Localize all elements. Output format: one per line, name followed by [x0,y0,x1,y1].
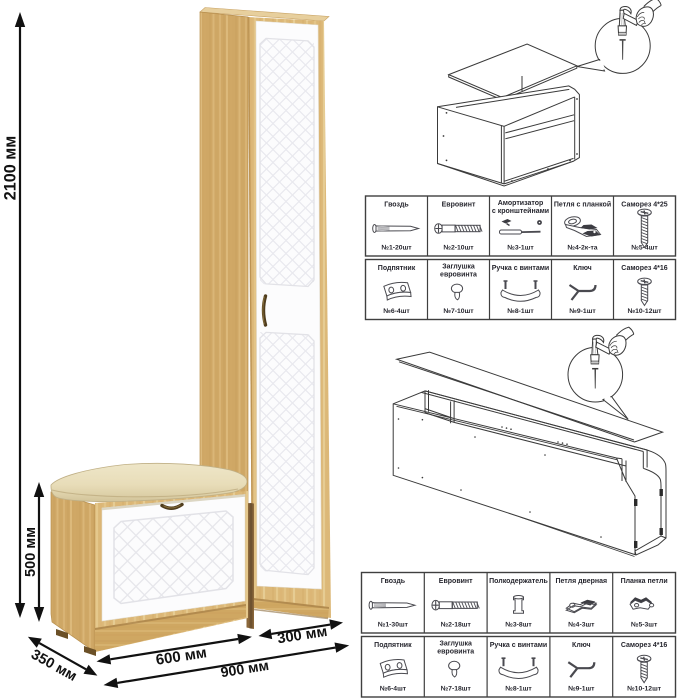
svg-text:№2-18шт: №2-18шт [441,622,472,629]
svg-text:№5-3шт: №5-3шт [631,622,658,629]
svg-text:Евровинт: Евровинт [442,202,476,209]
svg-text:№4-2к-та: №4-2к-та [567,245,597,252]
svg-text:Ключ: Ключ [573,265,592,272]
svg-text:№7-18шт: №7-18шт [441,686,472,693]
svg-text:евровинта: евровинта [440,272,477,279]
svg-text:Петля дверная: Петля дверная [555,578,607,585]
svg-text:Гвоздь: Гвоздь [381,578,406,585]
svg-text:900 мм: 900 мм [220,658,271,681]
svg-text:Амортизатор: Амортизатор [498,200,544,207]
svg-text:№10-12шт: №10-12шт [627,686,662,693]
svg-text:№1-30шт: №1-30шт [378,622,409,629]
svg-text:Заглушка: Заглушка [442,264,475,271]
svg-text:№8-1шт: №8-1шт [507,308,534,315]
svg-text:№3-8шт: №3-8шт [505,622,532,629]
svg-text:300 мм: 300 мм [276,624,328,648]
svg-text:Евровинт: Евровинт [439,578,473,585]
svg-text:№5-4шт: №5-4шт [631,245,658,252]
svg-text:Подпятник: Подпятник [378,265,416,272]
svg-text:№10-12шт: №10-12шт [628,308,663,315]
svg-text:2100 мм: 2100 мм [2,136,20,200]
svg-text:евровинта: евровинта [437,649,474,656]
svg-text:Саморез 4*25: Саморез 4*25 [621,202,667,209]
svg-text:Ключ: Ключ [572,642,591,649]
svg-text:Планка петли: Планка петли [621,578,668,585]
svg-text:№3-1шт: №3-1шт [507,245,534,252]
svg-text:с кронштейнами: с кронштейнами [492,207,549,215]
svg-text:Саморез 4*16: Саморез 4*16 [621,265,667,272]
svg-text:Ручка с винтами: Ручка с винтами [490,642,547,649]
svg-text:№2-10шт: №2-10шт [443,245,474,252]
svg-text:Саморез 4*16: Саморез 4*16 [621,642,667,649]
svg-text:№9-1шт: №9-1шт [569,308,596,315]
svg-text:Полкодержатель: Полкодержатель [489,578,548,585]
svg-text:№8-1шт: №8-1шт [505,686,532,693]
svg-text:Подпятник: Подпятник [374,642,412,649]
svg-text:Заглушка: Заглушка [439,641,472,648]
svg-text:Петля с планкой: Петля с планкой [554,201,611,209]
svg-text:№6-4шт: №6-4шт [380,686,407,693]
svg-text:№6-4шт: №6-4шт [383,308,410,315]
svg-text:500 мм: 500 мм [23,527,39,577]
svg-text:№4-3шт: №4-3шт [568,622,595,629]
svg-text:№7-10шт: №7-10шт [443,308,474,315]
svg-text:Гвоздь: Гвоздь [384,202,409,209]
svg-text:Ручка с винтами: Ручка с винтами [492,265,549,272]
svg-text:№9-1шт: №9-1шт [568,686,595,693]
svg-text:№1-20шт: №1-20шт [381,245,412,252]
